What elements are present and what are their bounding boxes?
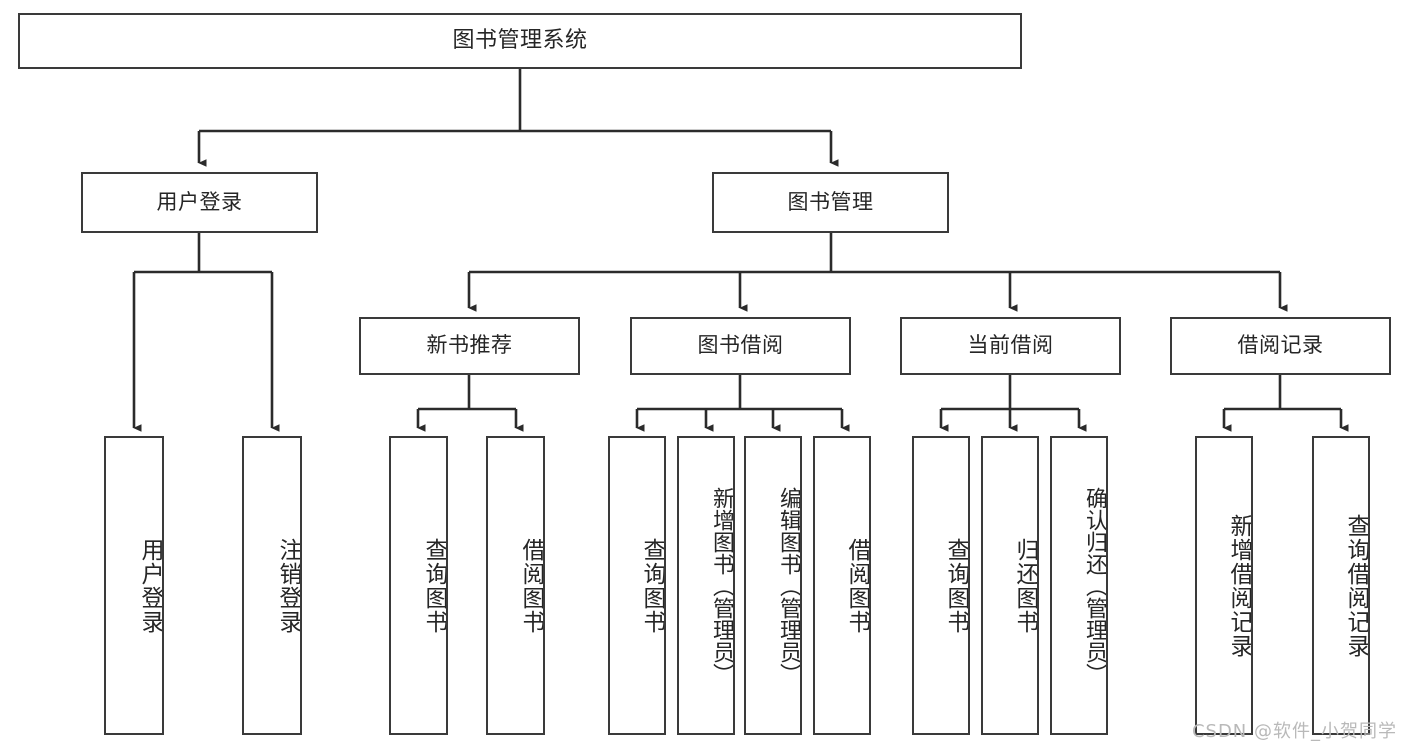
node-label: 图书借阅	[697, 333, 784, 358]
node-root-system[interactable]: 图书管理系统	[18, 13, 1022, 69]
node-leaf-borrow-book-1[interactable]: 借阅图书	[486, 436, 545, 735]
node-leaf-confirm-return[interactable]: 确认归还（管理员）	[1050, 436, 1108, 735]
node-leaf-borrow-book-2[interactable]: 借阅图书	[813, 436, 871, 735]
node-leaf-add-book[interactable]: 新增图书（管理员）	[677, 436, 735, 735]
node-label: 用户登录	[156, 189, 243, 214]
node-leaf-query-record[interactable]: 查询借阅记录	[1312, 436, 1370, 735]
node-leaf-user-logout[interactable]: 注销登录	[242, 436, 302, 735]
node-book-borrow[interactable]: 图书借阅	[630, 317, 851, 375]
node-leaf-query-book-2[interactable]: 查询图书	[608, 436, 666, 735]
node-label: 注销登录	[275, 537, 301, 634]
node-leaf-add-record[interactable]: 新增借阅记录	[1195, 436, 1253, 735]
node-leaf-user-login[interactable]: 用户登录	[104, 436, 164, 735]
node-leaf-return-book[interactable]: 归还图书	[981, 436, 1039, 735]
node-label: 借阅图书	[518, 537, 544, 634]
node-new-book-recommend[interactable]: 新书推荐	[359, 317, 580, 375]
node-label: 编辑图书（管理员）	[776, 486, 801, 685]
node-user-login[interactable]: 用户登录	[81, 172, 318, 233]
node-label: 新增图书（管理员）	[709, 486, 734, 685]
node-borrow-record[interactable]: 借阅记录	[1170, 317, 1391, 375]
node-label: 确认归还（管理员）	[1082, 486, 1107, 685]
node-label: 图书管理系统	[452, 27, 588, 53]
node-label: 用户登录	[137, 537, 163, 634]
node-label: 查询图书	[421, 537, 447, 634]
node-book-manage[interactable]: 图书管理	[712, 172, 949, 233]
node-label: 图书管理	[787, 189, 874, 214]
node-leaf-query-book-1[interactable]: 查询图书	[389, 436, 448, 735]
node-current-borrow[interactable]: 当前借阅	[900, 317, 1121, 375]
node-label: 当前借阅	[967, 333, 1054, 358]
node-label: 新增借阅记录	[1226, 513, 1252, 658]
node-label: 查询图书	[943, 537, 969, 634]
node-leaf-query-book-3[interactable]: 查询图书	[912, 436, 970, 735]
node-label: 新书推荐	[426, 333, 513, 358]
node-label: 查询借阅记录	[1343, 513, 1369, 658]
node-label: 查询图书	[639, 537, 665, 634]
node-label: 归还图书	[1012, 537, 1038, 634]
node-leaf-edit-book[interactable]: 编辑图书（管理员）	[744, 436, 802, 735]
node-label: 借阅图书	[844, 537, 870, 634]
node-label: 借阅记录	[1237, 333, 1324, 358]
